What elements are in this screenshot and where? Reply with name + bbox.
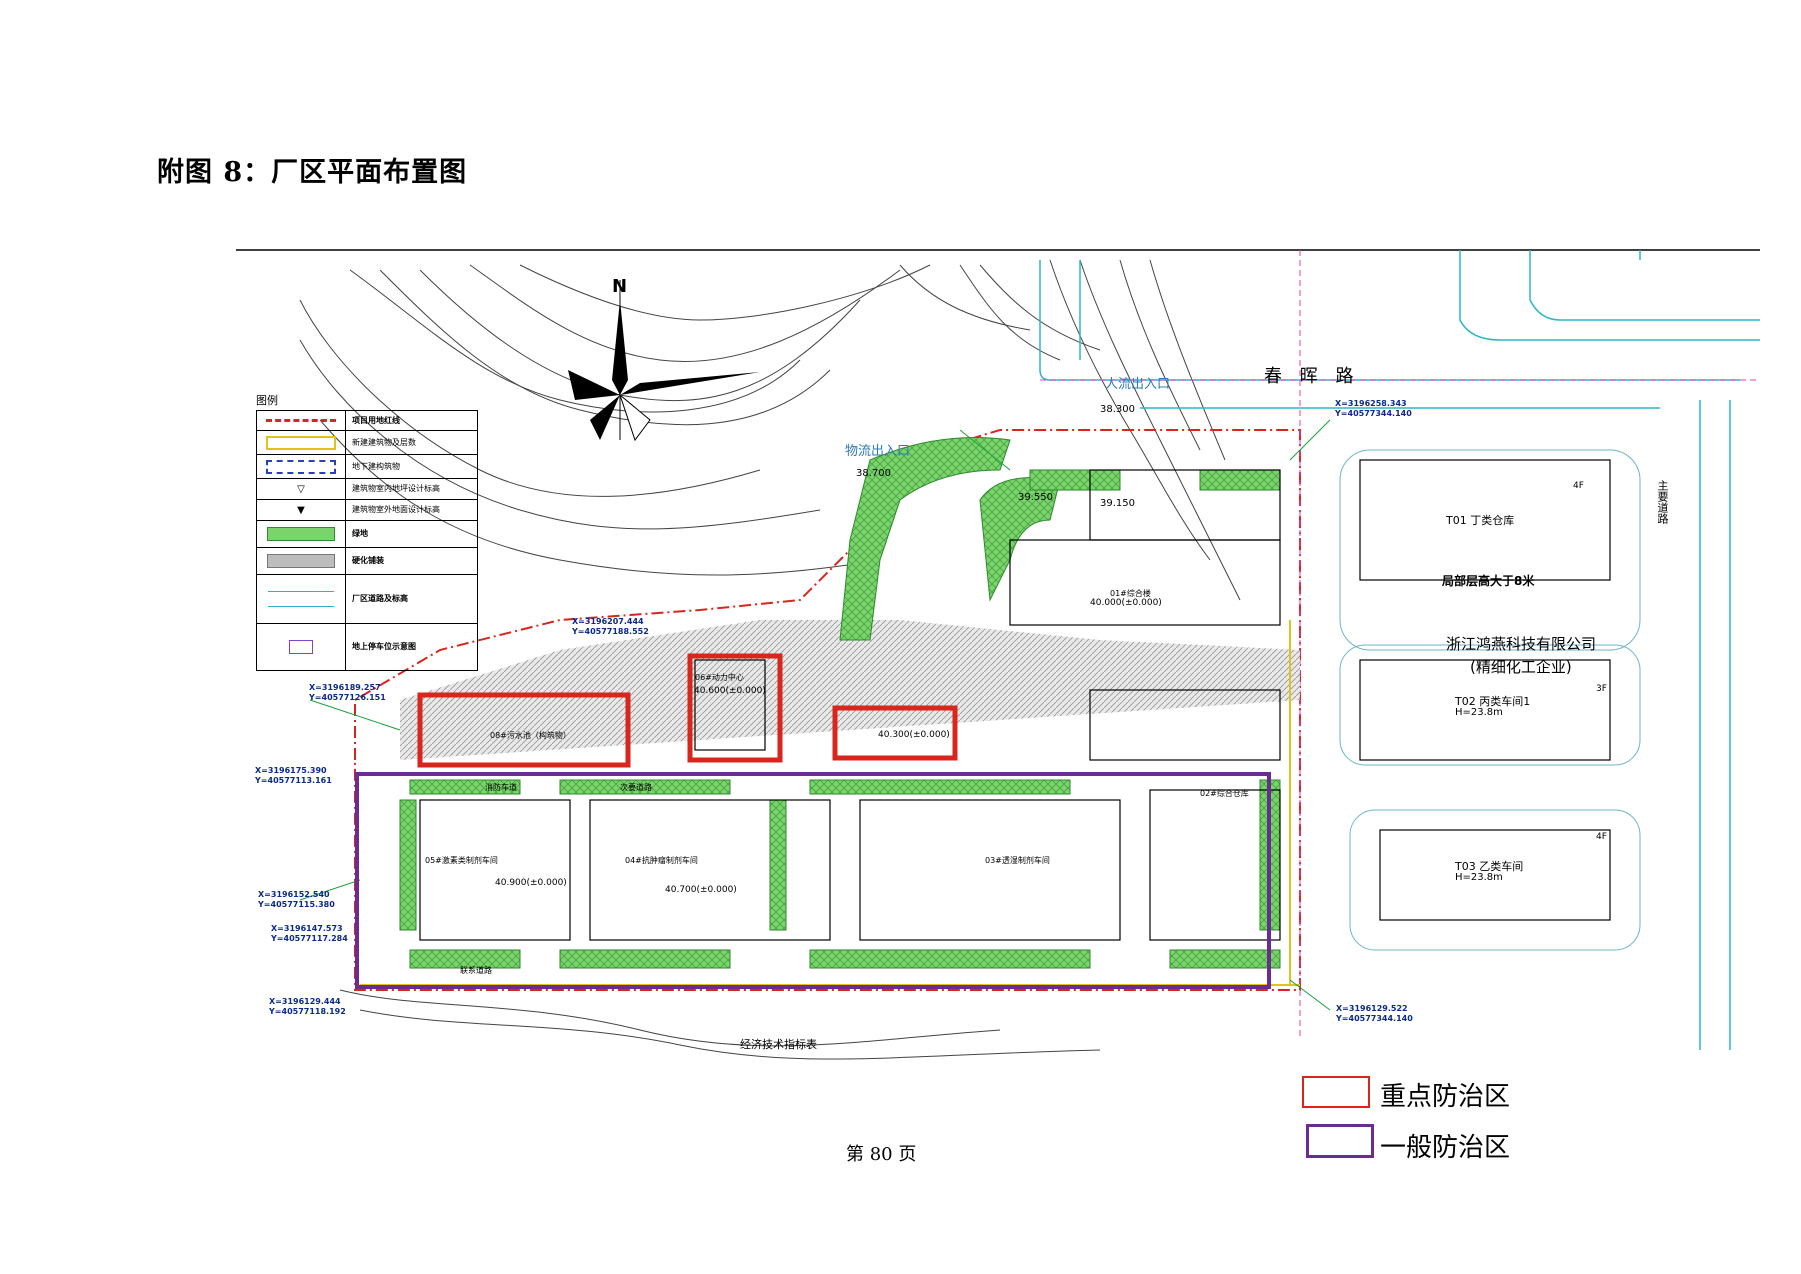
legend-label: 新建建筑物及层数 (352, 438, 416, 447)
main-road-label: 主要道路 (1656, 480, 1669, 524)
key-zone-boxes (417, 653, 958, 768)
north-label: N (612, 276, 628, 297)
econ-table-label: 经济技术指标表 (740, 1038, 817, 1051)
elevation-label: 38.300 (1100, 404, 1135, 415)
coord-x: X=3196258.343 (1335, 399, 1407, 408)
neighbor-company: 浙江鸿燕科技有限公司 (1446, 635, 1597, 653)
property-red-line (354, 429, 1301, 991)
legend-label: 地下建构筑物 (352, 462, 400, 471)
paving-area (400, 620, 1300, 760)
legend-row: 硬化铺装 (257, 548, 477, 575)
road-label: 消防车道 (485, 783, 517, 792)
legend-label: 建筑物室内地坪设计标高 (352, 484, 440, 493)
legend-title: 图例 (256, 394, 278, 407)
coord-x: X=3196129.522 (1336, 1004, 1408, 1013)
building-02-label: 02#综合仓库 (1200, 789, 1249, 798)
building-t01-label: T01 丁类仓库 (1446, 514, 1515, 527)
green-areas (399, 437, 1281, 969)
goods-exit-label: 物流出入口 (845, 444, 911, 459)
legend-row: 项目用地红线 (257, 411, 477, 431)
coord-y: Y=40577115.380 (258, 900, 335, 909)
green-area-icon (257, 521, 346, 547)
property-line-icon (257, 411, 346, 430)
page-title: 附图 8：厂区平面布置图 (157, 157, 468, 188)
elevation-label: 39.150 (1100, 498, 1135, 509)
legend-label: 地上停车位示意图 (352, 642, 416, 651)
legend-row: 地上停车位示意图 (257, 624, 477, 670)
building-06-label: 06#动力中心 (695, 673, 744, 682)
building-05-label: 05#激素类制剂车间 (425, 856, 498, 865)
coord-y: Y=40577113.161 (255, 776, 332, 785)
building-t02-label: T02 丙类车间1 (1455, 695, 1531, 708)
legend-row: ▽ 建筑物室内地坪设计标高 (257, 479, 477, 500)
neighbor-type: (精细化工企业) (1470, 658, 1572, 676)
coord-x: X=3196152.540 (258, 890, 330, 899)
general-zone-box (355, 772, 1271, 989)
elevation-label: 38.700 (856, 468, 891, 479)
key-zone-label: 重点防治区 (1380, 1082, 1511, 1112)
key-zone-swatch (1302, 1076, 1370, 1108)
underground-icon (257, 455, 346, 478)
general-zone-label: 一般防治区 (1380, 1133, 1511, 1163)
building-t03-label: T03 乙类车间 (1455, 860, 1524, 873)
legend-label: 绿地 (352, 529, 368, 538)
building-04-label: 04#抗肿瘤制剂车间 (625, 856, 698, 865)
parking-icon (257, 624, 346, 670)
road-label: 联系道路 (460, 966, 492, 975)
coord-y: Y=40577126.151 (309, 693, 386, 702)
elevation-label: 40.900(±0.000) (495, 878, 567, 888)
elevation-label: 40.300(±0.000) (878, 730, 950, 740)
legend-label: 建筑物室外地面设计标高 (352, 505, 440, 514)
elevation-label: 40.000(±0.000) (1090, 598, 1162, 608)
building-03-label: 03#透湿制剂车间 (985, 856, 1050, 865)
building-t01-floors: 4F (1573, 481, 1584, 491)
general-zone-swatch (1306, 1124, 1374, 1158)
legend: 图例 项目用地红线 新建建筑物及层数 地下建构筑物 ▽ 建筑物室内地坪设计标高 … (256, 392, 478, 671)
new-building-icon (257, 431, 346, 454)
coord-x: X=3196207.444 (572, 617, 644, 626)
coord-x: X=3196147.573 (271, 924, 343, 933)
road-lines (1039, 250, 1760, 1050)
road-label: 次要道路 (620, 783, 652, 792)
coord-x: X=3196129.444 (269, 997, 341, 1006)
legend-label: 硬化铺装 (352, 556, 384, 565)
people-exit-label: 人流出入口 (1105, 377, 1171, 392)
elevation-label: 40.700(±0.000) (665, 885, 737, 895)
legend-row: ▼ 建筑物室外地面设计标高 (257, 500, 477, 521)
building-t03-floors: 4F (1596, 832, 1607, 842)
outdoor-elevation-icon: ▼ (257, 500, 346, 520)
road-name: 春 晖 路 (1264, 366, 1360, 387)
north-arrow-icon (568, 280, 760, 442)
neighbor-note: 局部层高大于8米 (1442, 574, 1535, 588)
legend-row: 绿地 (257, 521, 477, 548)
building-01-label: 01#综合楼 (1110, 589, 1151, 598)
coord-y: Y=40577117.284 (271, 934, 348, 943)
legend-row: 厂区道路及标高 (257, 575, 477, 624)
legend-label: 厂区道路及标高 (352, 594, 408, 603)
coord-x: X=3196189.257 (309, 683, 381, 692)
coord-x: X=3196175.390 (255, 766, 327, 775)
coord-y: Y=40577188.552 (572, 627, 649, 636)
elevation-label: 40.600(±0.000) (694, 686, 766, 696)
legend-label: 项目用地红线 (352, 416, 400, 425)
legend-table: 项目用地红线 新建建筑物及层数 地下建构筑物 ▽ 建筑物室内地坪设计标高 ▼ 建… (256, 410, 478, 671)
plan-buildings (419, 459, 1611, 941)
coord-y: Y=40577118.192 (269, 1007, 346, 1016)
paving-icon (257, 548, 346, 574)
building-t02-floors: 3F (1596, 684, 1607, 694)
building-t02-height: H=23.8m (1455, 707, 1503, 718)
legend-row: 新建建筑物及层数 (257, 431, 477, 455)
building-08-label: 08#污水池（构筑物） (490, 731, 571, 740)
legend-row: 地下建构筑物 (257, 455, 477, 479)
coord-y: Y=40577344.140 (1336, 1014, 1413, 1023)
elevation-label: 39.550 (1018, 492, 1053, 503)
coord-y: Y=40577344.140 (1335, 409, 1412, 418)
page-footer: 第 80 页 (846, 1144, 917, 1165)
building-t03-height: H=23.8m (1455, 872, 1503, 883)
road-icon (257, 575, 346, 623)
indoor-elevation-icon: ▽ (257, 479, 346, 499)
